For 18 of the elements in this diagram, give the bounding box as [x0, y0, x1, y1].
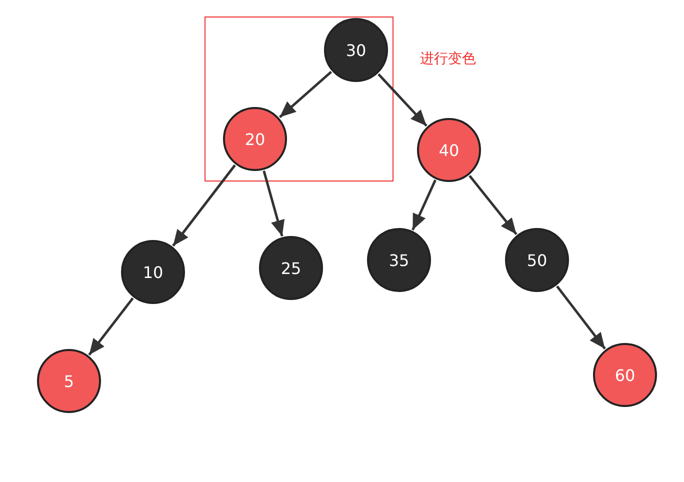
- arrow: [412, 180, 436, 230]
- tree-node-circle: 50: [505, 228, 569, 292]
- tree-node-circle: 60: [593, 343, 657, 407]
- arrow: [88, 297, 134, 356]
- tree-node-circle: 10: [121, 240, 185, 304]
- tree-node-circle: 35: [367, 228, 431, 292]
- tree-node-circle: 40: [417, 118, 481, 182]
- tree-node-circle: 20: [223, 107, 287, 171]
- tree-node-circle: 30: [324, 18, 388, 82]
- arrow: [172, 164, 236, 247]
- arrow: [262, 170, 285, 237]
- arrow: [556, 285, 606, 350]
- arrow: [278, 70, 332, 118]
- tree-node-circle: 5: [37, 349, 101, 413]
- arrow: [378, 73, 428, 127]
- tree-node-circle: 25: [259, 236, 323, 300]
- annotation-text: 进行变色: [420, 50, 476, 68]
- arrow: [468, 174, 518, 236]
